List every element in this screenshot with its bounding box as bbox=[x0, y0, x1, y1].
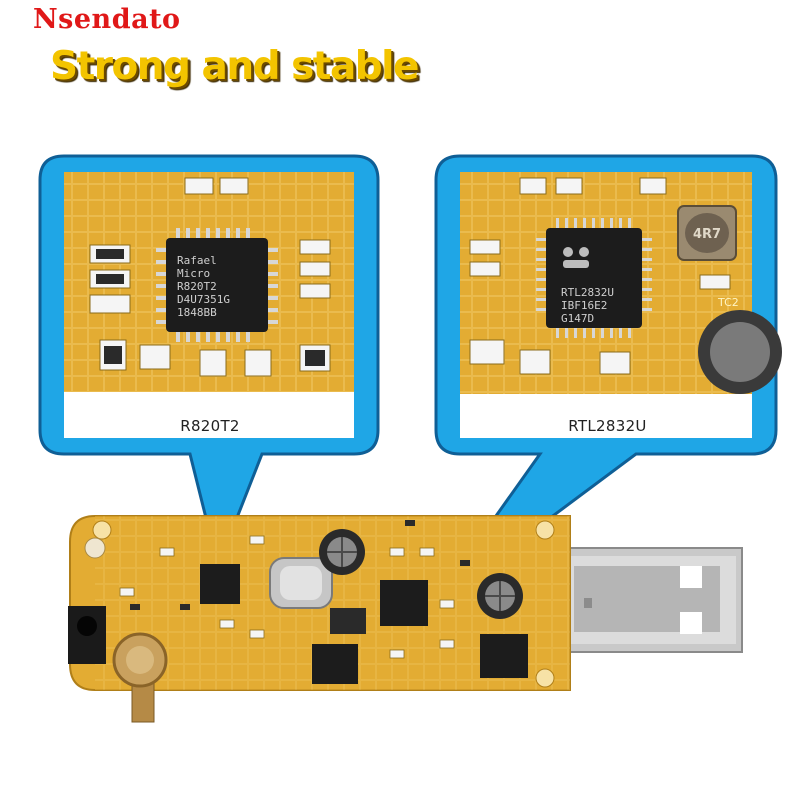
chip-line: D4U7351G bbox=[177, 293, 230, 306]
board-r820t2 bbox=[200, 564, 240, 604]
chip-line: G147D bbox=[561, 312, 595, 325]
brand-logo: Nsendato bbox=[33, 4, 181, 35]
chip-line: Rafael bbox=[177, 254, 217, 267]
chip-line: R820T2 bbox=[177, 280, 217, 293]
realtek-logo-icon bbox=[563, 247, 589, 268]
chip-line: 1848BB bbox=[177, 306, 217, 319]
caption-panel-right bbox=[460, 394, 752, 438]
r820t2-chip-marking: Rafael Micro R820T2 D4U7351G 1848BB bbox=[177, 254, 230, 319]
callout-rtl2832u: 4R7 TC2 bbox=[430, 154, 782, 608]
capacitor-left bbox=[319, 529, 365, 575]
r820t2-chip bbox=[166, 238, 268, 332]
chip-line: Micro bbox=[177, 267, 211, 280]
callout-caption-r820t2: R820T2 bbox=[180, 417, 240, 435]
usb-dongle-board bbox=[68, 515, 743, 723]
capacitor-right bbox=[477, 573, 523, 619]
callout-r820t2 bbox=[38, 154, 380, 571]
chip-line: RTL2832U bbox=[561, 286, 614, 299]
antenna-connector bbox=[112, 632, 168, 723]
chip-line: IBF16E2 bbox=[561, 299, 608, 312]
usb-connector bbox=[559, 547, 743, 653]
callout-caption-rtl2832u: RTL2832U bbox=[568, 417, 647, 435]
cap-marking: TC2 bbox=[717, 296, 739, 309]
rtl2832u-chip-marking: RTL2832U IBF16E2 G147D bbox=[561, 286, 614, 325]
caption-panel-left bbox=[64, 392, 354, 438]
board-rtl2832u bbox=[380, 580, 428, 626]
inductor-marking: 4R7 bbox=[693, 227, 721, 242]
tagline: Strong and stable bbox=[50, 44, 420, 89]
